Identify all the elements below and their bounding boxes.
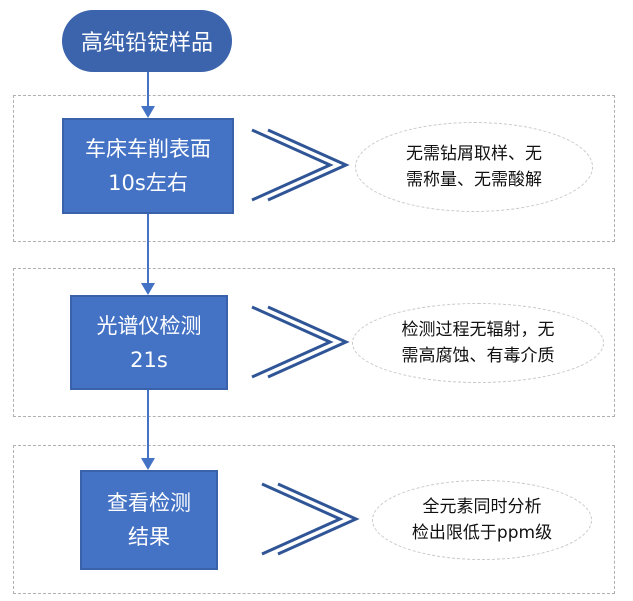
- start-node: 高纯铅锭样品: [62, 10, 232, 72]
- step-node-1: 车床车削表面 10s左右: [62, 118, 234, 214]
- step-3-line2: 结果: [128, 525, 170, 549]
- note-3-line1: 全元素同时分析: [422, 497, 542, 517]
- step-1-line2: 10s左右: [108, 171, 188, 195]
- step-region-3: [13, 445, 615, 594]
- step-1-line1: 车床车削表面: [85, 137, 211, 161]
- note-2-line2: 需高腐蚀、有毒介质: [401, 346, 555, 366]
- step-3-note: 全元素同时分析 检出限低于ppm级: [372, 480, 592, 560]
- step-node-2: 光谱仪检测 21s: [70, 295, 228, 390]
- step-2-line2: 21s: [130, 347, 168, 372]
- chevron-icon-2: [251, 305, 350, 379]
- note-1-line2: 需称量、无需酸解: [406, 170, 542, 190]
- step-2-note: 检测过程无辐射，无 需高腐蚀、有毒介质: [352, 303, 604, 383]
- note-1-line1: 无需钻屑取样、无: [406, 144, 542, 164]
- chevron-icon-1: [251, 128, 350, 202]
- step-node-3: 查看检测 结果: [80, 470, 218, 570]
- step-2-line1: 光谱仪检测: [96, 313, 202, 338]
- step-region-1: [13, 95, 615, 242]
- chevron-icon-3: [261, 482, 360, 556]
- note-2-line1: 检测过程无辐射，无: [401, 320, 555, 340]
- step-region-2: [13, 268, 615, 417]
- step-1-note: 无需钻屑取样、无 需称量、无需酸解: [355, 122, 593, 212]
- note-3-line2: 检出限低于ppm级: [411, 523, 553, 543]
- step-3-line1: 查看检测: [107, 491, 191, 515]
